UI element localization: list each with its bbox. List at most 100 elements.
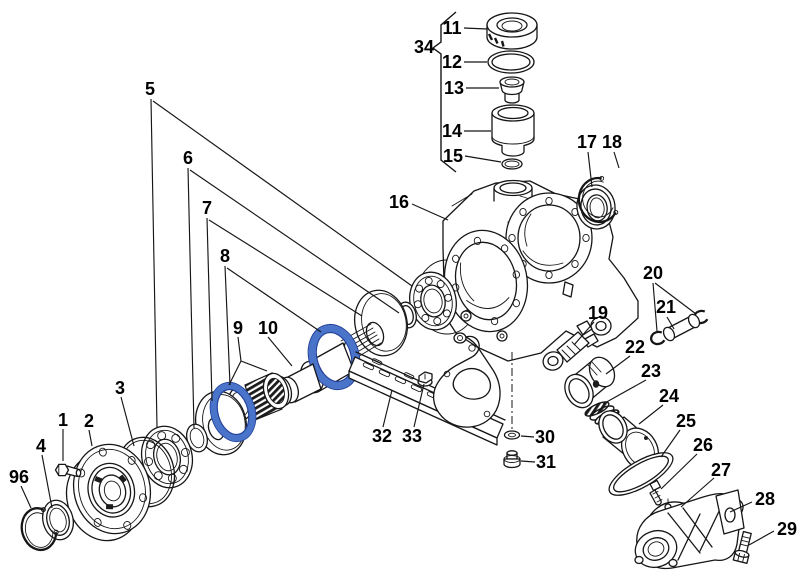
part-label-10: 10 (258, 318, 278, 338)
drain-washer (503, 430, 521, 440)
part-label-8: 8 (220, 246, 230, 266)
part-label-34: 34 (414, 37, 434, 57)
drain-plug (503, 450, 521, 469)
connecting-rod (542, 320, 599, 371)
crankcase-right-flange (505, 192, 593, 284)
leader-line-21 (666, 316, 675, 330)
leader-line-32 (382, 389, 393, 428)
leader-line-10 (267, 336, 293, 367)
leader-line-19 (573, 321, 595, 346)
bracket-plate (432, 335, 501, 428)
valve-oring-large (487, 50, 535, 74)
leader-line-22 (605, 355, 631, 375)
leader-line-5 (150, 98, 158, 428)
leader-line-8 (224, 265, 231, 386)
leader-line-11 (463, 27, 488, 30)
part-label-18: 18 (602, 132, 622, 152)
hub-bolt (54, 463, 82, 478)
leader-line-8 (226, 267, 322, 333)
part-label-12: 12 (442, 52, 462, 72)
piston (564, 356, 616, 409)
ball-bearing-right (409, 271, 457, 331)
seal-ring (42, 499, 74, 541)
oring-blue-right (307, 323, 361, 391)
part-label-26: 26 (693, 435, 713, 455)
eccentric-disc-right (354, 289, 408, 357)
part-label-2: 2 (84, 411, 94, 431)
leader-line-20 (652, 282, 658, 332)
leader-line-7 (206, 217, 213, 402)
rail-bolt (417, 371, 433, 387)
leader-line-5 (152, 100, 413, 287)
leader-line-15 (464, 155, 502, 163)
leader-line-23 (602, 379, 647, 405)
part-label-14: 14 (442, 121, 462, 141)
leader-line-6 (189, 169, 400, 314)
valve-poppet (499, 76, 525, 104)
bracket-34 (431, 11, 457, 173)
leader-line-4 (41, 454, 53, 509)
valve-cap (486, 12, 538, 50)
leader-line-27 (680, 477, 715, 508)
leader-lines (20, 11, 775, 546)
part-label-31: 31 (536, 452, 556, 472)
part-label-20: 20 (643, 263, 663, 283)
part-label-28: 28 (755, 489, 775, 509)
backing-plate (608, 452, 674, 496)
part-label-7: 7 (202, 198, 212, 218)
part-label-22: 22 (625, 337, 645, 357)
part-label-17: 17 (577, 132, 597, 152)
part-label-3: 3 (115, 378, 125, 398)
part-label-15: 15 (443, 146, 463, 166)
leader-line-3 (120, 396, 135, 447)
leader-line-9 (228, 336, 242, 386)
snap-ring-large (577, 175, 619, 224)
part-label-32: 32 (372, 426, 392, 446)
leader-line-17 (587, 151, 593, 188)
part-label-96: 96 (9, 467, 29, 487)
crankcase-stud (562, 281, 574, 298)
leader-line-20 (654, 282, 697, 315)
leader-line-33 (413, 383, 425, 428)
part-label-6: 6 (183, 148, 193, 168)
part-label-1: 1 (58, 410, 68, 430)
leader-line-7 (208, 219, 363, 317)
leader-line-18 (613, 151, 620, 169)
valve-oring-small (501, 158, 523, 170)
part-label-5: 5 (145, 79, 155, 99)
part-label-9: 9 (233, 318, 243, 338)
part-label-19: 19 (588, 303, 608, 323)
part-label-25: 25 (676, 411, 696, 431)
leader-line-28 (729, 501, 753, 513)
part-label-24: 24 (659, 386, 679, 406)
leader-line-25 (660, 429, 681, 458)
wrist-pin (662, 313, 701, 342)
part-label-33: 33 (402, 426, 422, 446)
leader-line-29 (748, 530, 775, 546)
small-bolt (649, 479, 663, 506)
bearing-cover (65, 443, 152, 542)
leader-line-6 (187, 167, 195, 429)
oring-blue-left (209, 381, 257, 443)
part-label-4: 4 (36, 436, 46, 456)
cap-knurl (487, 33, 505, 47)
part-label-23: 23 (641, 361, 661, 381)
leader-line-9 (240, 360, 268, 372)
leader-line-16 (411, 203, 449, 221)
leader-line-24 (638, 404, 664, 425)
manifold-bolt (732, 530, 752, 564)
manifold (634, 489, 745, 570)
leader-line-2 (88, 429, 93, 447)
part-label-29: 29 (777, 519, 797, 539)
part-label-11: 11 (442, 18, 461, 38)
snap-ring-small (20, 507, 59, 552)
valve-cage (491, 104, 535, 157)
leader-line-96 (20, 485, 32, 509)
part-label-27: 27 (711, 460, 731, 480)
part-label-16: 16 (389, 192, 409, 212)
part-label-30: 30 (535, 427, 555, 447)
part-label-13: 13 (444, 78, 464, 98)
